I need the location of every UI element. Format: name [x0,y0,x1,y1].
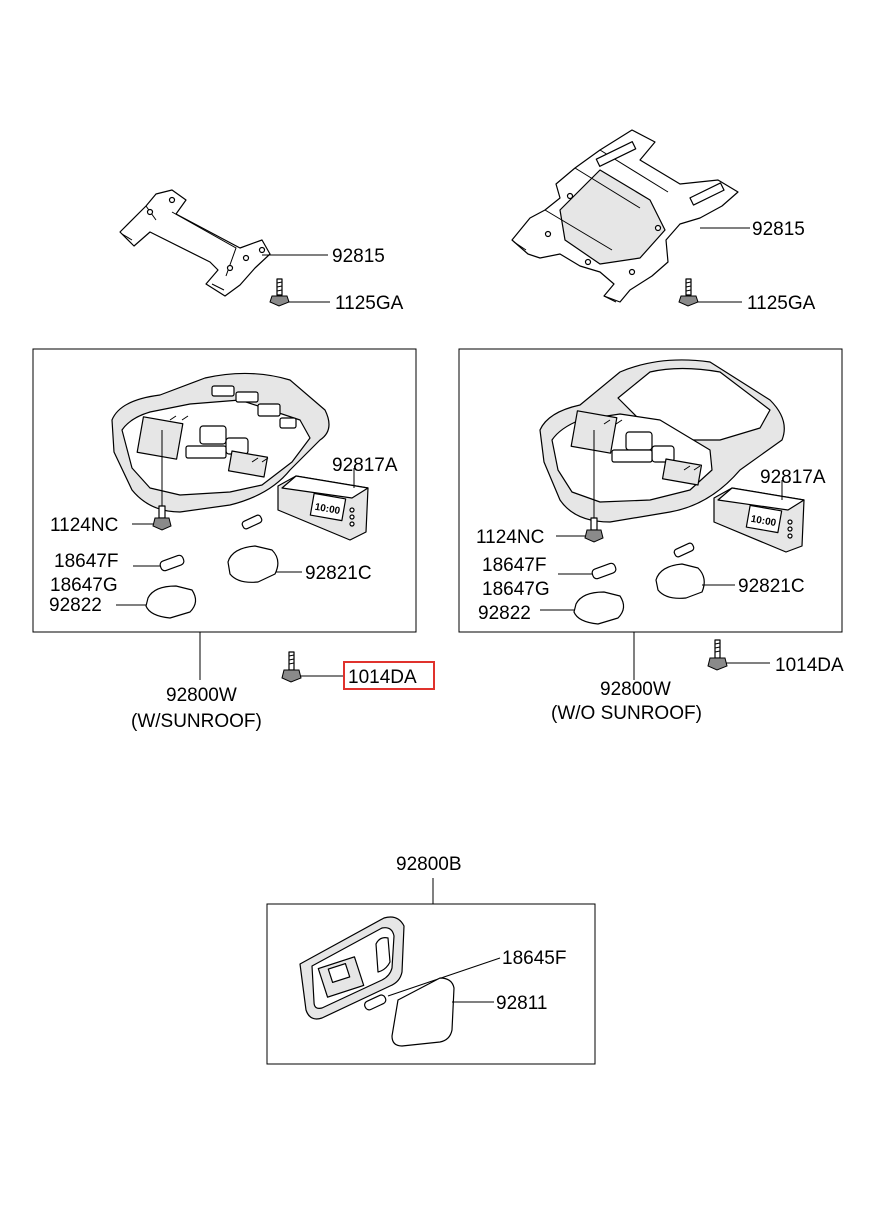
bulb-icon-right-upper [673,542,695,558]
bracket-right [511,129,739,303]
bulb-icon-left-upper [241,514,263,530]
lens-92821c-left [227,545,279,583]
label-92817a-right: 92817A [760,467,826,488]
label-92821c-right: 92821C [738,576,805,597]
bolt-icon-left [269,278,290,307]
room-lamp-box [266,903,596,1065]
label-18647f-left: 18647F [54,551,118,572]
clock-module-left: 10:00 [277,475,369,541]
label-92817a-left: 92817A [332,455,398,476]
label-92800w-left: 92800W [166,685,237,706]
label-18645f: 18645F [502,948,566,969]
clock-display-right: 10:00 [750,514,778,529]
label-18647g-left: 18647G [50,575,118,596]
lens-92822-right [573,591,625,625]
label-1124nc-right: 1124NC [476,527,544,548]
label-92800w-right: 92800W [600,679,671,700]
label-1014da-right: 1014DA [775,655,844,676]
label-92811: 92811 [496,993,547,1014]
label-wo-sunroof: (W/O SUNROOF) [551,703,702,724]
label-1125ga-right: 1125GA [747,293,816,314]
bracket-left [119,189,271,297]
room-lamp-housing [299,916,405,1020]
label-1125ga-left: 1125GA [335,293,404,314]
bolt-icon-right [678,278,699,307]
bulb-icon-18645f [364,994,387,1011]
label-w-sunroof: (W/SUNROOF) [131,711,262,732]
clock-module-right: 10:00 [713,487,805,553]
screw-icon-1014da-left [281,651,302,683]
lens-92811 [391,977,455,1047]
label-1014da-left[interactable]: 1014DA [348,667,417,688]
screw-icon-1014da-right [707,639,728,671]
label-92815-right: 92815 [752,219,805,240]
label-92822-right: 92822 [478,603,531,624]
label-92815-left: 92815 [332,246,385,267]
label-18647g-right: 18647G [482,579,550,600]
screw-icon-right [584,517,604,543]
lens-92822-left [145,585,197,619]
clock-display-left: 10:00 [314,502,342,517]
label-92800b: 92800B [396,854,462,875]
label-1124nc-left: 1124NC [50,515,118,536]
highlight-box-1014da [343,661,435,690]
bulb-icon-right [591,562,617,580]
label-92822-left: 92822 [49,595,102,616]
console-left-box [32,348,417,633]
console-right-box [458,348,843,633]
lens-92821c-right [655,563,705,599]
label-18647f-right: 18647F [482,555,546,576]
overhead-console-left [111,372,330,513]
overhead-console-right [539,359,785,523]
label-92821c-left: 92821C [305,563,372,584]
screw-icon-left [152,505,172,531]
bulb-icon-left [159,554,185,572]
